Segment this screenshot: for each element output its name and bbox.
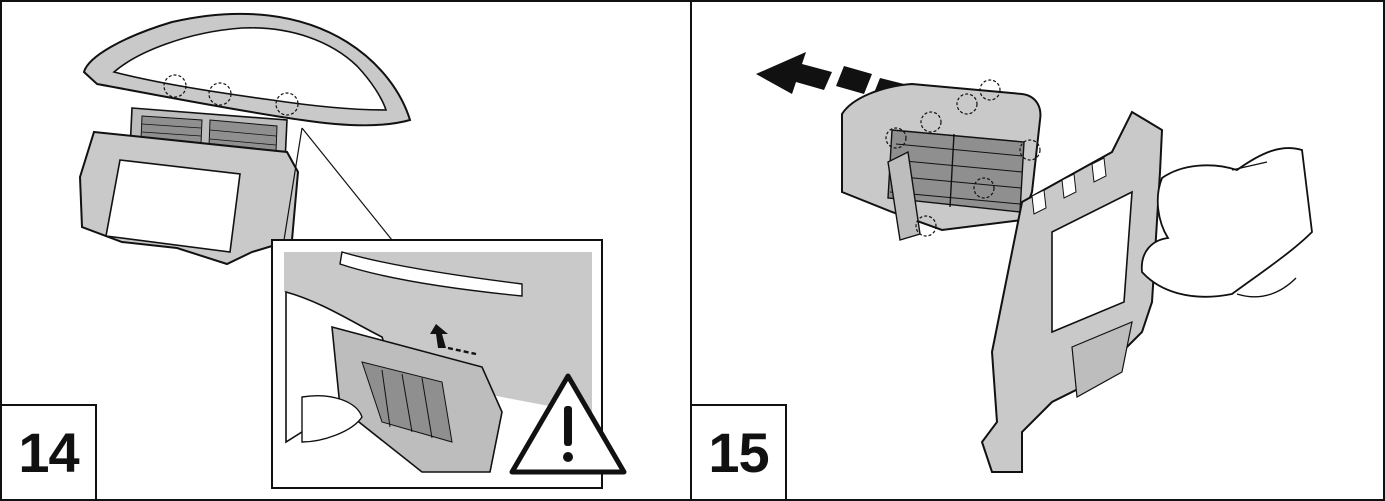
center-bezel: [980, 110, 1164, 473]
pull-direction-arrow-icon: [430, 324, 477, 356]
step-14-illustration: [78, 12, 627, 489]
step-number-box: 15: [692, 404, 787, 499]
callout-lines: [283, 127, 393, 241]
hand: [1140, 147, 1313, 298]
clip-markers: [885, 79, 1041, 237]
warning-triangle-icon: [509, 373, 627, 475]
step-15-illustration: [756, 52, 1313, 473]
step-number-box: 14: [2, 404, 97, 499]
clip-markers: [163, 74, 299, 116]
center-bezel: [78, 130, 300, 266]
step-15-panel: 15: [690, 0, 1385, 501]
vent-assembly: [841, 82, 1042, 241]
step-14-panel: 14: [0, 0, 692, 501]
dash-trim-strip: [82, 12, 412, 127]
step-number: 14: [18, 421, 79, 484]
step-number: 15: [708, 421, 769, 484]
